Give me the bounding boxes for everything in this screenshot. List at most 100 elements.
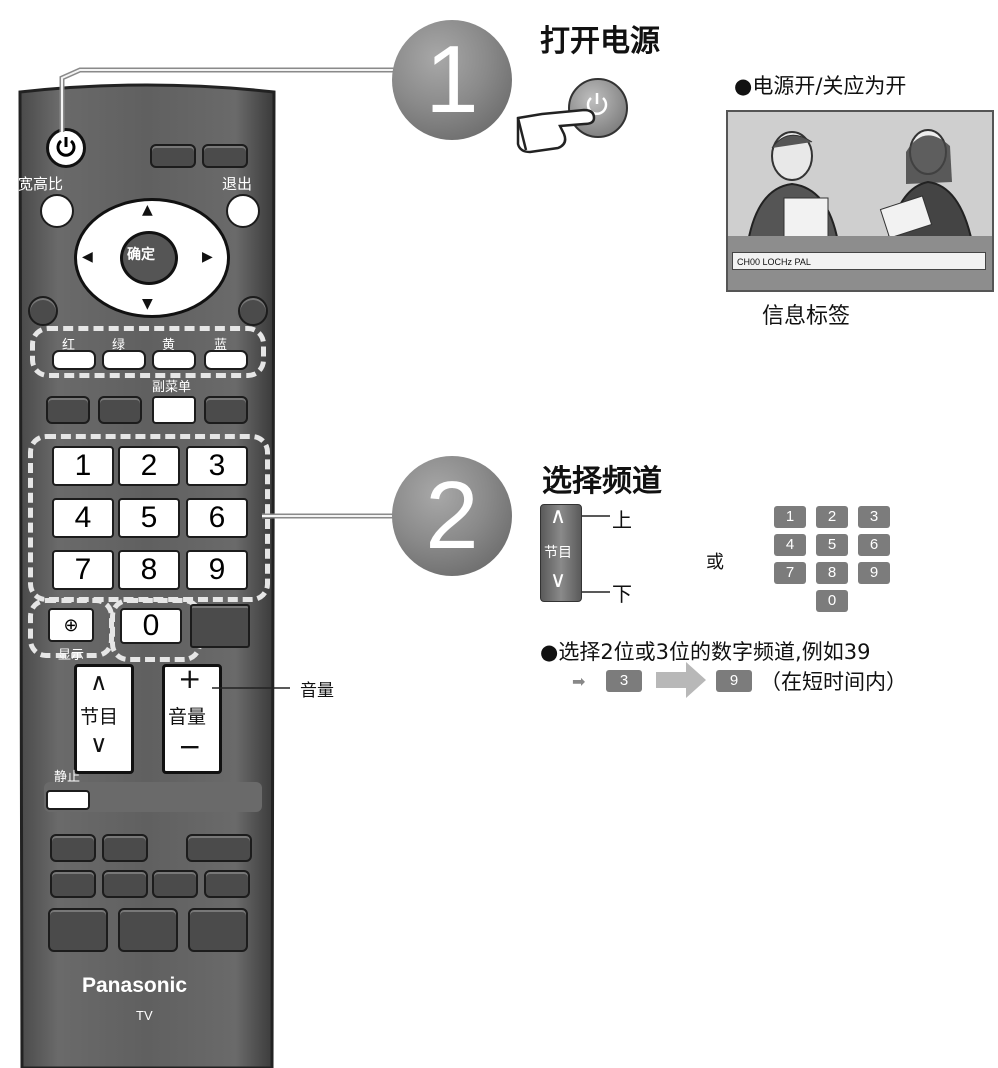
mute-label: 静止 — [54, 770, 81, 785]
info-banner: CH00 LOCHz PAL — [732, 252, 986, 270]
ok-button[interactable] — [120, 231, 178, 285]
bottom-button-9[interactable] — [118, 908, 178, 952]
volume-callout: 音量 — [300, 681, 334, 701]
program-key-illustration — [540, 504, 582, 602]
blue-label: 蓝 — [214, 338, 228, 353]
volume-label: 音量 — [168, 706, 207, 728]
side-button-left[interactable] — [28, 296, 58, 326]
exit-button[interactable] — [226, 194, 260, 228]
number-key-9[interactable]: 9 — [186, 550, 248, 590]
number-key-4[interactable]: 4 — [52, 498, 114, 538]
example-suffix: （在短时间内） — [760, 670, 907, 694]
last-view-button[interactable] — [190, 604, 250, 648]
tv-screen-image: CH00 LOCHz PAL — [726, 110, 994, 292]
bottom-button-8[interactable] — [48, 908, 108, 952]
power-button[interactable] — [46, 128, 86, 168]
bottom-button-5[interactable] — [102, 870, 148, 898]
power-icon — [586, 93, 608, 115]
keypad-key-5: 5 — [816, 534, 848, 556]
menu-row-button-1[interactable] — [46, 396, 90, 424]
bottom-button-3[interactable] — [186, 834, 252, 862]
bottom-button-4[interactable] — [50, 870, 96, 898]
red-label: 红 — [62, 338, 76, 353]
volume-minus: − — [178, 730, 202, 763]
blue-button[interactable] — [204, 350, 248, 370]
number-key-6[interactable]: 6 — [186, 498, 248, 538]
model-label: TV — [136, 1008, 153, 1023]
program-down-caret: ∨ — [90, 730, 108, 758]
down-label: 下 — [612, 582, 632, 606]
volume-plus: + — [178, 662, 202, 695]
submenu-button[interactable] — [152, 396, 196, 424]
number-key-1[interactable]: 1 — [52, 446, 114, 486]
exit-label: 退出 — [222, 175, 253, 193]
program-rocker[interactable] — [74, 664, 134, 774]
display-button[interactable]: ⊕ — [48, 608, 94, 642]
up-label: 上 — [612, 508, 632, 532]
number-key-8[interactable]: 8 — [118, 550, 180, 590]
yellow-label: 黄 — [162, 338, 176, 353]
top-button-1[interactable] — [150, 144, 196, 168]
ok-label: 确定 — [127, 247, 155, 263]
bottom-button-6[interactable] — [152, 870, 198, 898]
brand-logo: Panasonic — [82, 974, 188, 997]
menu-row-button-2[interactable] — [98, 396, 142, 424]
step-2-title: 选择频道 — [542, 464, 662, 499]
step-1-title: 打开电源 — [540, 24, 660, 59]
arrow-icon: ➡ — [572, 672, 586, 691]
bottom-button-7[interactable] — [204, 870, 250, 898]
keypad-key-3: 3 — [858, 506, 890, 528]
keypad-key-4: 4 — [774, 534, 806, 556]
side-button-right[interactable] — [238, 296, 268, 326]
color-buttons-group — [30, 326, 266, 378]
number-key-5[interactable]: 5 — [118, 498, 180, 538]
program-label: 节目 — [80, 706, 119, 728]
red-button[interactable] — [52, 350, 96, 370]
aspect-button[interactable] — [40, 194, 74, 228]
keypad-key-6: 6 — [858, 534, 890, 556]
volume-rocker[interactable] — [162, 664, 222, 774]
keypad-key-9: 9 — [858, 562, 890, 584]
step-2-badge: 2 — [392, 456, 512, 576]
menu-row-button-4[interactable] — [204, 396, 248, 424]
bottom-button-10[interactable] — [188, 908, 248, 952]
number-key-0[interactable]: 0 — [120, 608, 182, 644]
bottom-button-2[interactable] — [102, 834, 148, 862]
step-2-note: ●选择2位或3位的数字频道,例如39 — [540, 640, 871, 664]
power-button-illustration — [568, 78, 628, 138]
display-label: 显示 — [58, 648, 85, 663]
down-arrow-icon[interactable]: ▼ — [142, 296, 153, 312]
keypad-key-1: 1 — [774, 506, 806, 528]
keypad-key-0: 0 — [816, 590, 848, 612]
up-arrow-icon[interactable]: ▲ — [142, 202, 153, 218]
left-arrow-icon[interactable]: ◀ — [82, 249, 93, 265]
mute-button[interactable] — [46, 790, 90, 810]
yellow-button[interactable] — [152, 350, 196, 370]
program-up-caret: ∧ — [90, 668, 108, 696]
example-key-9: 9 — [716, 670, 752, 692]
keypad-key-2: 2 — [816, 506, 848, 528]
info-label-caption: 信息标签 — [762, 304, 851, 329]
info-banner-text: CH00 LOCHz PAL — [737, 257, 811, 267]
or-label: 或 — [706, 552, 724, 573]
bottom-button-1[interactable] — [50, 834, 96, 862]
step-1-note: ●电源开/关应为开 — [734, 74, 907, 98]
number-key-7[interactable]: 7 — [52, 550, 114, 590]
big-arrow-icon — [656, 662, 706, 698]
top-button-2[interactable] — [202, 144, 248, 168]
number-key-3[interactable]: 3 — [186, 446, 248, 486]
pointing-hand-icon — [516, 108, 596, 154]
right-arrow-icon[interactable]: ▶ — [202, 249, 213, 265]
step-1-badge: 1 — [392, 20, 512, 140]
remote-control: 宽高比 退出 ▲ ▼ ◀ ▶ 确定 红 绿 黄 蓝 副菜单 1 2 3 4 5 … — [16, 78, 278, 1068]
green-button[interactable] — [102, 350, 146, 370]
submenu-label: 副菜单 — [152, 380, 192, 395]
keypad-key-8: 8 — [816, 562, 848, 584]
number-key-2[interactable]: 2 — [118, 446, 180, 486]
keypad-key-7: 7 — [774, 562, 806, 584]
program-down-caret-small: ∨ — [550, 568, 567, 593]
program-up-caret-small: ∧ — [550, 504, 567, 529]
green-label: 绿 — [112, 338, 126, 353]
aspect-label: 宽高比 — [18, 175, 64, 193]
